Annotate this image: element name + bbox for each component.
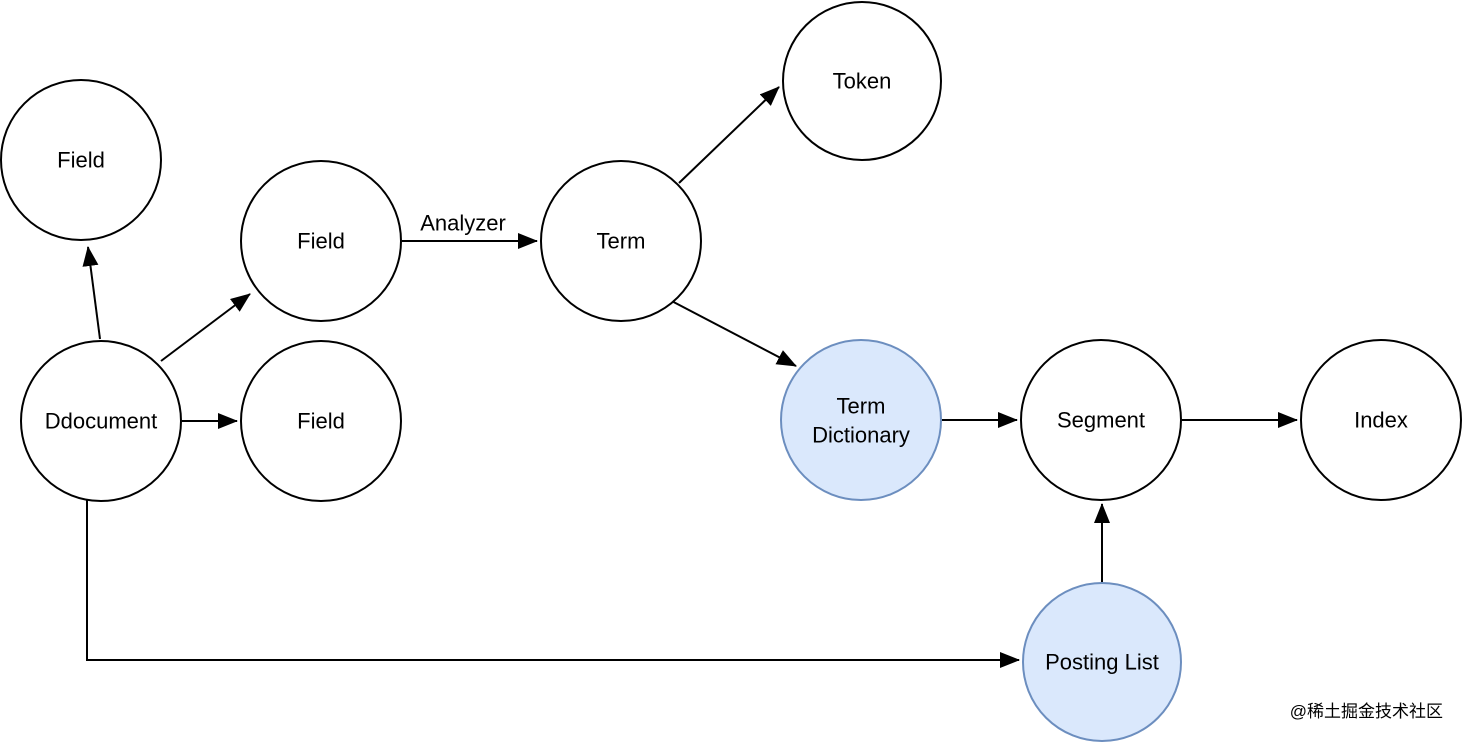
- edge-term-to-term-dictionary: [663, 296, 797, 367]
- node-term-dictionary-circle: [780, 339, 942, 501]
- node-segment: Segment: [1020, 339, 1182, 501]
- node-field-middle-top-circle: [240, 160, 402, 322]
- node-token-label: Token: [833, 69, 892, 94]
- node-term-label: Term: [597, 229, 646, 254]
- node-posting-list-label: Posting List: [1045, 650, 1159, 675]
- node-index-label: Index: [1354, 408, 1408, 433]
- node-segment-label: Segment: [1057, 408, 1145, 433]
- node-index-circle: [1300, 339, 1462, 501]
- node-term-dictionary-label-line2: Dictionary: [812, 423, 910, 448]
- edge-ddocument-to-posting-list: [86, 500, 1020, 668]
- watermark-text: @稀土掘金技术社区: [1290, 702, 1443, 721]
- node-field-middle-bottom-circle: [240, 340, 402, 502]
- node-segment-circle: [1020, 339, 1182, 501]
- node-field-middle-bottom-label: Field: [297, 409, 345, 434]
- node-posting-list: Posting List: [1022, 582, 1182, 742]
- node-term-dictionary-label-line1: Term: [837, 394, 886, 419]
- edge-ddocument-to-field-top-left: [82, 246, 101, 340]
- node-field-top-left-circle: [0, 79, 162, 241]
- node-token-circle: [782, 1, 942, 161]
- node-term-dictionary: Term Dictionary: [780, 339, 942, 501]
- node-token: Token: [782, 1, 942, 161]
- node-field-top-left-label: Field: [57, 148, 105, 173]
- edge-ddocument-to-field-middle-top: [160, 293, 251, 362]
- edge-term-to-token: [678, 86, 780, 184]
- node-ddocument-label: Ddocument: [45, 409, 158, 434]
- node-field-top-left: Field: [0, 79, 162, 241]
- node-field-middle-top-label: Field: [297, 229, 345, 254]
- node-field-middle-top: Field: [240, 160, 402, 322]
- node-index: Index: [1300, 339, 1462, 501]
- node-ddocument: Ddocument: [20, 340, 182, 502]
- node-term: Term: [540, 160, 702, 322]
- node-field-middle-bottom: Field: [240, 340, 402, 502]
- node-ddocument-circle: [20, 340, 182, 502]
- node-posting-list-circle: [1022, 582, 1182, 742]
- node-term-circle: [540, 160, 702, 322]
- edge-label-analyzer: Analyzer: [420, 211, 506, 236]
